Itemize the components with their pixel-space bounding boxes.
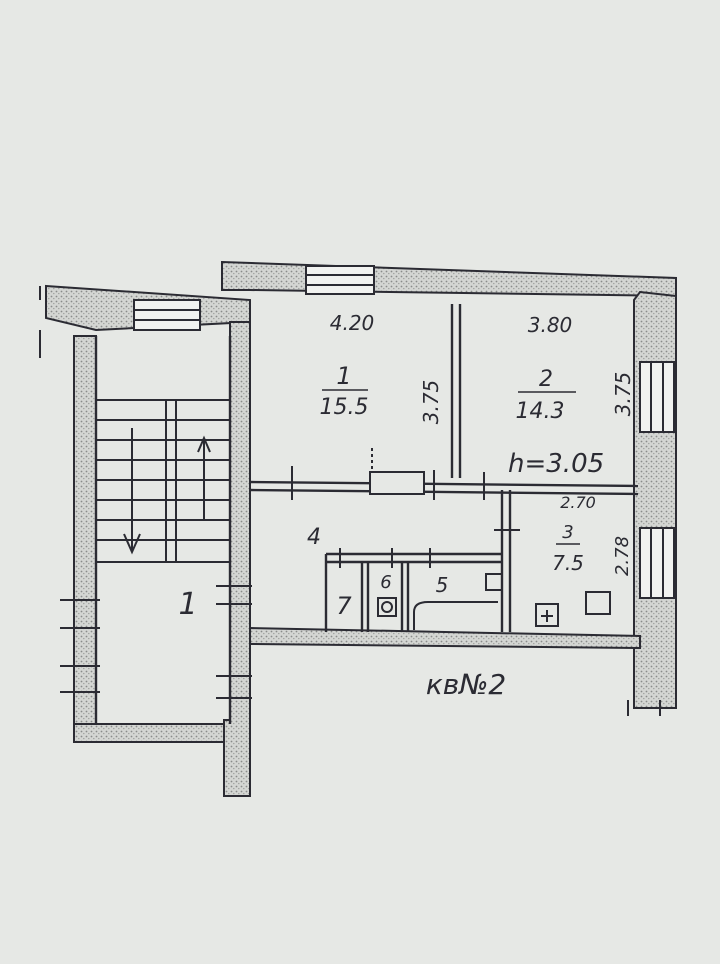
room-1-depth: 3.75	[419, 380, 443, 425]
toilet-fixture	[377, 597, 397, 617]
door-ticks	[39, 286, 661, 716]
ceiling-height-note: h=3.05	[508, 449, 604, 479]
room-4-number: 4	[307, 525, 321, 550]
window-top	[305, 265, 375, 295]
stair-arrow-up	[197, 435, 211, 520]
room-3-depth: 2.78	[612, 536, 633, 576]
stair-number: 1	[178, 587, 197, 622]
sink-fixture	[585, 591, 611, 615]
room-1-area: 15.5	[320, 395, 369, 420]
room-2-number: 2	[539, 367, 553, 392]
window-stair	[133, 299, 201, 331]
staircase	[96, 399, 230, 563]
room-2-width: 3.80	[528, 313, 573, 337]
outer-walls	[45, 260, 677, 797]
vent-duct	[369, 448, 425, 495]
room-1-number: 1	[336, 362, 351, 390]
room-1-width: 4.20	[330, 311, 375, 335]
room-2-area: 14.3	[516, 399, 565, 424]
stair-arrow-down	[123, 440, 141, 555]
room-5-number: 5	[436, 573, 449, 597]
room-3-area: 7.5	[552, 551, 584, 575]
window-right-lower	[639, 527, 675, 599]
room-3-number: 3	[562, 522, 573, 543]
bathtub-fixture	[413, 573, 503, 630]
stove-fixture	[535, 603, 559, 627]
room-6-number: 6	[380, 572, 391, 593]
room-3-width: 2.70	[560, 493, 596, 512]
room-2-depth: 3.75	[611, 372, 635, 417]
window-marks	[133, 265, 675, 599]
apartment-label: кв№2	[426, 668, 506, 701]
interior-walls	[94, 304, 639, 724]
room-7-number: 7	[336, 592, 352, 620]
window-right-upper	[639, 361, 675, 433]
